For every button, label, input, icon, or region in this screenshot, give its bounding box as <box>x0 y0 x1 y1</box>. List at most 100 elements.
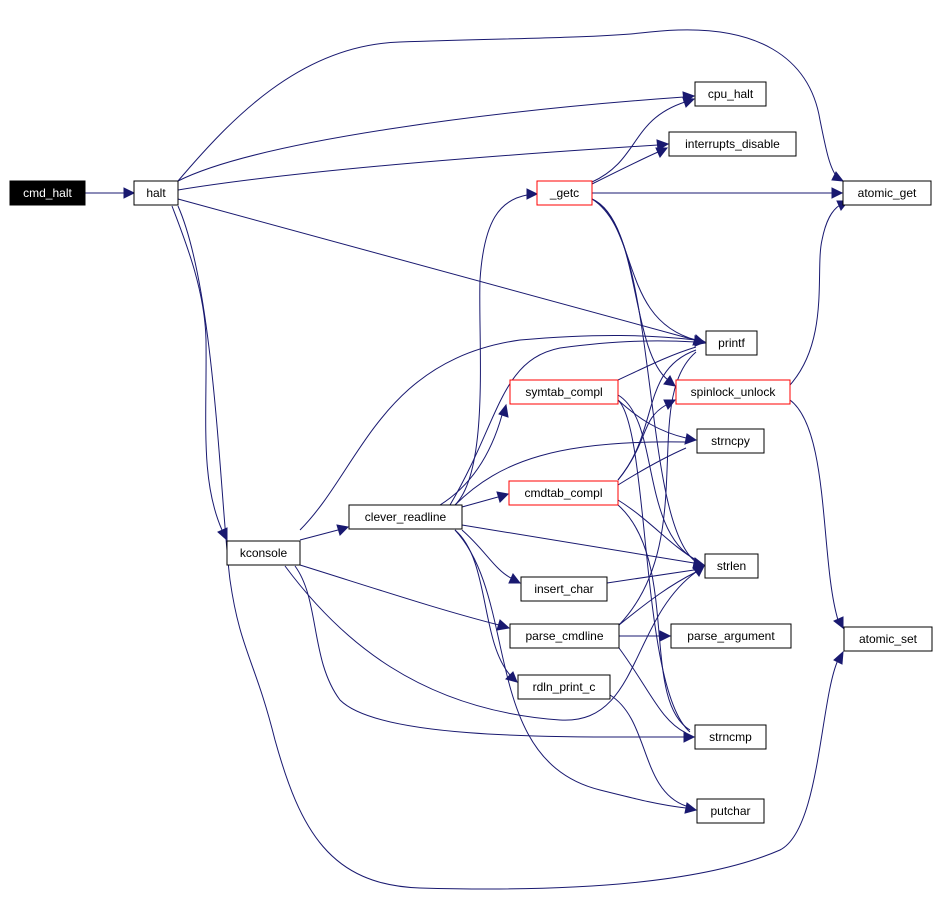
edge-clever_readline-putchar <box>454 529 687 809</box>
arrowhead <box>663 399 677 410</box>
node-symtab_compl[interactable]: symtab_compl <box>509 379 619 405</box>
node-parse_cmdline[interactable]: parse_cmdline <box>509 623 620 649</box>
node-label: cmdtab_compl <box>524 486 602 500</box>
arrowhead <box>526 188 539 200</box>
arrowhead <box>655 147 669 158</box>
edge-cmdtab_compl-printf <box>617 349 697 481</box>
node-strlen[interactable]: strlen <box>704 553 759 579</box>
edge-insert_char-strlen <box>606 569 695 584</box>
edge-spinlock_unlock-atomic_set <box>789 399 839 621</box>
edge-symtab_compl-strncpy <box>617 399 687 439</box>
arrowhead <box>217 527 228 542</box>
arrowhead <box>692 557 706 569</box>
edge-getc-cpu_halt <box>591 101 686 183</box>
node-cpu_halt[interactable]: cpu_halt <box>694 81 767 107</box>
node-cmd_halt[interactable]: cmd_halt <box>9 180 86 206</box>
node-label: kconsole <box>240 546 288 560</box>
node-label: atomic_get <box>858 186 917 200</box>
arrowhead <box>684 433 698 445</box>
edges <box>85 29 850 890</box>
node-strncpy[interactable]: strncpy <box>696 428 765 454</box>
node-atomic_set[interactable]: atomic_set <box>843 626 933 652</box>
arrowhead <box>336 524 350 536</box>
node-label: parse_argument <box>687 629 775 643</box>
nodes: cmd_halt halt cpu_halt interrupts_disabl… <box>9 81 933 824</box>
arrowhead <box>663 375 676 387</box>
node-getc[interactable]: _getc <box>536 180 593 206</box>
edge-getc-printf <box>591 198 697 341</box>
edge-getc-spinlock_unlock <box>591 198 669 381</box>
edge-getc-interrupts_disable <box>591 151 659 185</box>
node-label: strncpy <box>711 434 750 448</box>
arrowhead <box>659 630 672 642</box>
edge-clever_readline-printf <box>449 340 697 506</box>
arrowhead <box>831 171 845 182</box>
node-label: clever_readline <box>365 510 447 524</box>
node-rdln_print_c[interactable]: rdln_print_c <box>517 674 611 700</box>
node-label: spinlock_unlock <box>691 385 777 399</box>
arrowhead <box>684 802 698 814</box>
edge-rdln_print_c-putchar <box>609 694 687 807</box>
node-insert_char[interactable]: insert_char <box>520 576 608 602</box>
node-printf[interactable]: printf <box>705 330 758 356</box>
node-label: interrupts_disable <box>685 137 780 151</box>
node-strncmp[interactable]: strncmp <box>694 724 767 750</box>
edge-spinlock_unlock-atomic_get <box>789 204 841 386</box>
arrowhead <box>496 619 511 631</box>
node-atomic_get[interactable]: atomic_get <box>842 180 932 206</box>
arrowhead <box>505 671 518 683</box>
edge-cmdtab_compl-strlen <box>617 499 697 561</box>
arrowhead <box>831 187 844 199</box>
node-label: halt <box>146 186 166 200</box>
node-interrupts_disable[interactable]: interrupts_disable <box>668 131 797 157</box>
edge-kconsole-strlen <box>284 565 697 721</box>
node-label: cpu_halt <box>708 87 754 101</box>
node-parse_argument[interactable]: parse_argument <box>670 623 792 649</box>
edge-getc-strlen <box>591 198 697 563</box>
edge-cmdtab_compl-strncpy <box>617 447 687 486</box>
edge-clever_readline-strncpy <box>454 441 687 506</box>
node-spinlock_unlock[interactable]: spinlock_unlock <box>675 379 791 405</box>
node-cmdtab_compl[interactable]: cmdtab_compl <box>508 480 619 506</box>
node-halt[interactable]: halt <box>133 180 179 206</box>
node-label: parse_cmdline <box>525 629 603 643</box>
edge-clever_readline-strlen <box>461 524 695 564</box>
edge-clever_readline-getc <box>454 194 528 506</box>
arrowhead <box>694 335 707 347</box>
node-label: insert_char <box>534 582 593 596</box>
node-label: atomic_set <box>859 632 918 646</box>
edge-clever_readline-symtab_compl <box>439 414 503 506</box>
node-clever_readline[interactable]: clever_readline <box>348 504 463 530</box>
node-putchar[interactable]: putchar <box>696 798 765 824</box>
edge-parse_cmdline-strncmp <box>618 647 687 734</box>
node-label: printf <box>718 336 745 350</box>
edge-kconsole-printf <box>299 334 697 531</box>
node-label: rdln_print_c <box>533 680 596 694</box>
edge-kconsole-strncmp <box>294 565 685 738</box>
edge-clever_readline-insert_char <box>461 529 512 579</box>
node-label: _getc <box>549 186 579 200</box>
arrowhead <box>683 731 696 743</box>
edge-halt-interrupts_disable <box>177 144 659 191</box>
arrowhead <box>498 403 509 418</box>
edge-symtab_compl-strlen <box>617 394 697 561</box>
edge-halt-kconsole <box>171 205 223 531</box>
node-label: symtab_compl <box>525 385 602 399</box>
edge-parse_cmdline-printf <box>618 351 697 626</box>
edge-symtab_compl-printf <box>617 346 697 381</box>
arrowhead <box>496 491 510 503</box>
edge-halt-cpu_halt <box>177 96 685 182</box>
node-label: putchar <box>710 804 750 818</box>
arrowhead <box>682 97 696 108</box>
edge-halt-atomic_set <box>177 205 839 890</box>
node-label: strncmp <box>709 730 752 744</box>
node-label: cmd_halt <box>23 186 72 200</box>
arrowhead <box>833 650 844 665</box>
node-kconsole[interactable]: kconsole <box>226 540 301 566</box>
edge-halt-printf <box>177 198 696 341</box>
arrowhead <box>833 616 844 630</box>
edge-parse_cmdline-strlen <box>618 571 697 626</box>
edge-symtab_compl-strncmp <box>617 399 691 733</box>
edge-cmdtab_compl-strncmp <box>617 504 691 731</box>
